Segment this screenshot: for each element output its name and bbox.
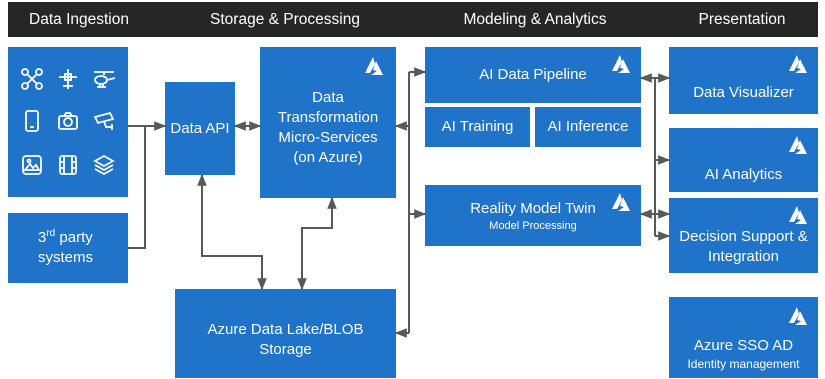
third-party-line2: systems (38, 249, 94, 266)
azure-sso-box: Azure SSO AD Identity management (669, 297, 818, 378)
third-party-line1: 3rd party (38, 228, 93, 247)
azure-logo-icon (612, 55, 630, 73)
azure-logo-icon (789, 136, 807, 154)
data-lake-line1: Azure Data Lake/BLOB (207, 320, 364, 338)
decision-support-line1: Decision Support & (679, 227, 808, 245)
data-lake-box: Azure Data Lake/BLOB Storage (175, 289, 396, 378)
decision-support-line2: Integration (708, 247, 779, 265)
third-party-systems-box: 3rd party systems (8, 213, 128, 283)
data-lake-line2: Storage (259, 340, 312, 358)
ai-training-label: AI Training (441, 118, 514, 135)
stage-presentation: Presentation (650, 2, 818, 37)
camera-icon (58, 112, 78, 130)
azure-logo-icon (789, 55, 807, 73)
data-api-box: Data API (165, 82, 235, 175)
film-icon (59, 155, 77, 175)
transformation-line4: (on Azure) (293, 148, 363, 166)
drone-icon (21, 68, 43, 90)
stage-modeling-analytics: Modeling & Analytics (404, 2, 666, 37)
azure-logo-icon (789, 307, 807, 325)
reality-model-twin-box: Reality Model Twin Model Processing (425, 185, 641, 246)
reality-model-twin-title: Reality Model Twin (470, 199, 596, 217)
azure-logo-icon (789, 206, 807, 224)
stage-storage-processing: Storage & Processing (150, 2, 420, 37)
ai-analytics-box: AI Analytics (669, 128, 818, 192)
data-api-label: Data API (170, 119, 230, 137)
fixed-wing-icon (59, 69, 77, 89)
ai-data-pipeline-label: AI Data Pipeline (479, 66, 587, 83)
transformation-line3: Micro-Services (278, 128, 378, 146)
data-visualizer-label: Data Visualizer (693, 83, 794, 101)
layers-icon (93, 154, 115, 176)
ai-inference-label: AI Inference (547, 118, 629, 135)
decision-support-box: Decision Support & Integration (669, 198, 818, 273)
ai-analytics-label: AI Analytics (704, 166, 783, 183)
ai-data-pipeline-box: AI Data Pipeline (425, 47, 641, 103)
helicopter-icon (94, 71, 116, 88)
data-visualizer-box: Data Visualizer (669, 47, 818, 114)
azure-logo-icon (612, 193, 630, 211)
image-icon (22, 155, 42, 175)
phone-icon (25, 110, 39, 132)
azure-logo-icon (365, 57, 383, 75)
stage-data-ingestion: Data Ingestion (8, 2, 166, 37)
transformation-line1: Data (312, 88, 344, 106)
transformation-box: Data Transformation Micro-Services (on A… (260, 47, 396, 198)
ingestion-devices-tile (8, 47, 128, 197)
ai-inference-box: AI Inference (535, 107, 641, 147)
ai-training-box: AI Training (425, 107, 530, 147)
azure-sso-subtitle: Identity management (687, 356, 800, 371)
cctv-icon (93, 111, 115, 130)
reality-model-twin-subtitle: Model Processing (489, 219, 577, 232)
azure-sso-title: Azure SSO AD (693, 336, 794, 354)
transformation-line2: Transformation (277, 108, 379, 126)
